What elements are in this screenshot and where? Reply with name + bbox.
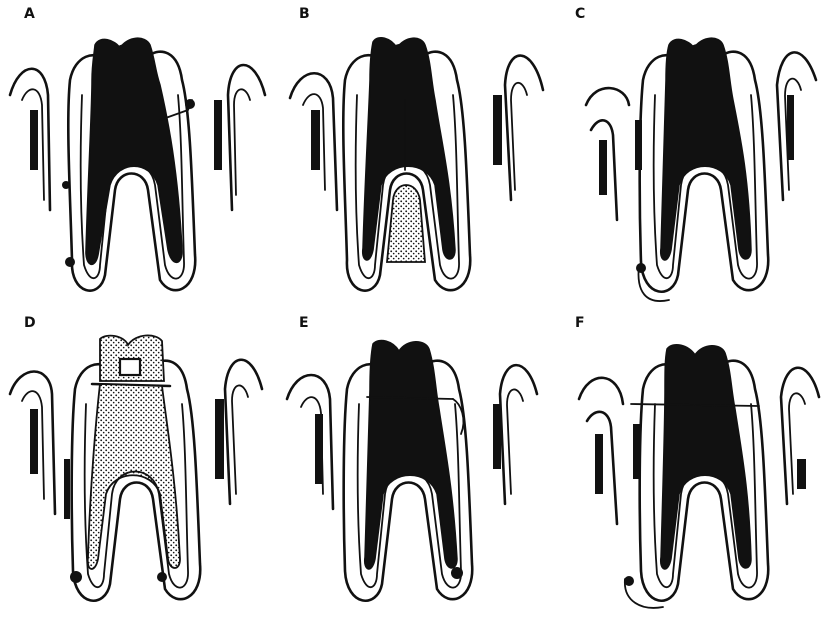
furcation-lesion	[387, 185, 425, 262]
bone-stipple-left	[315, 414, 323, 484]
bone-stipple-right	[215, 399, 224, 479]
bone-right-inner	[511, 83, 527, 190]
tooth-drawing-f	[551, 309, 826, 618]
bone-stipple-right	[493, 404, 501, 469]
calculus-deposit	[633, 424, 640, 479]
bone-right-inner	[234, 89, 250, 195]
lesion-dot	[185, 99, 195, 109]
lesion-dot	[624, 576, 634, 586]
panel-a: A	[0, 0, 275, 309]
pulp-chamber	[661, 38, 751, 260]
bone-stipple-right	[787, 95, 794, 160]
panel-f: F	[551, 309, 826, 618]
bone-right-outline	[500, 365, 537, 504]
panel-e: E	[275, 309, 550, 618]
bone-stipple-left	[311, 110, 320, 170]
lesion-dot	[70, 571, 82, 583]
gingiva-left	[586, 88, 629, 105]
panel-b: B	[275, 0, 550, 309]
bone-stipple-left	[595, 434, 603, 494]
root-canal-filling	[88, 384, 180, 569]
lesion-dot	[157, 572, 167, 582]
lesion-dot	[65, 257, 75, 267]
cej-line	[631, 404, 759, 406]
bone-right-inner	[232, 385, 248, 494]
access-filling	[120, 359, 140, 375]
calculus-deposit	[635, 120, 642, 170]
pulp-chamber	[365, 340, 457, 568]
bone-stipple-left	[30, 110, 38, 170]
tooth-drawing-a	[0, 0, 275, 309]
panel-d: D	[0, 309, 275, 618]
lesion-dot	[451, 567, 463, 579]
bone-left-outline	[287, 375, 333, 509]
pulp-chamber	[86, 38, 182, 264]
bone-right-outline	[225, 360, 262, 504]
tooth-drawing-e	[275, 309, 550, 618]
tooth-drawing-c	[551, 0, 826, 309]
panel-c: C	[551, 0, 826, 309]
bone-right-outline	[228, 65, 265, 210]
bone-stipple-left	[599, 140, 607, 195]
bone-right-inner	[507, 389, 523, 494]
tooth-drawing-b	[275, 0, 550, 309]
pulp-chamber	[661, 345, 751, 569]
gingiva-left	[579, 378, 623, 404]
bone-stipple-right	[493, 95, 502, 165]
bone-right-outline	[777, 52, 816, 200]
lesion-dot	[636, 263, 646, 273]
bone-stipple-left	[30, 409, 38, 474]
lesion-streak	[64, 459, 70, 519]
bone-right-outline	[505, 56, 543, 200]
bone-stipple-right	[797, 459, 806, 489]
lesion-dot	[62, 181, 70, 189]
tooth-drawing-d	[0, 309, 275, 618]
bone-stipple-right	[214, 100, 222, 170]
